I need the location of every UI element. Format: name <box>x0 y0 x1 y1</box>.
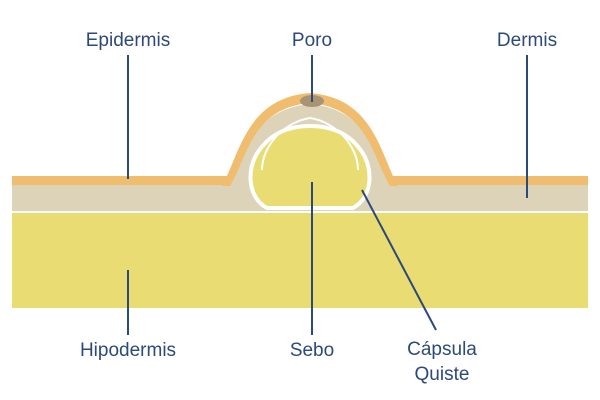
hipodermis-label: Hipodermis <box>80 340 176 361</box>
capsule-inner-outline <box>261 116 359 171</box>
epidermis-bump <box>222 93 398 186</box>
epidermis-label: Epidermis <box>86 30 170 51</box>
poro-label: Poro <box>292 30 332 51</box>
quiste-label: Quiste <box>415 364 470 385</box>
capsula-label: Cápsula <box>407 339 477 360</box>
cyst-capsule <box>248 123 372 210</box>
hypodermis-layer <box>12 212 588 308</box>
dermis-label: Dermis <box>497 30 557 51</box>
capsula-leader-line <box>361 189 437 331</box>
sebo-label: Sebo <box>290 340 334 361</box>
